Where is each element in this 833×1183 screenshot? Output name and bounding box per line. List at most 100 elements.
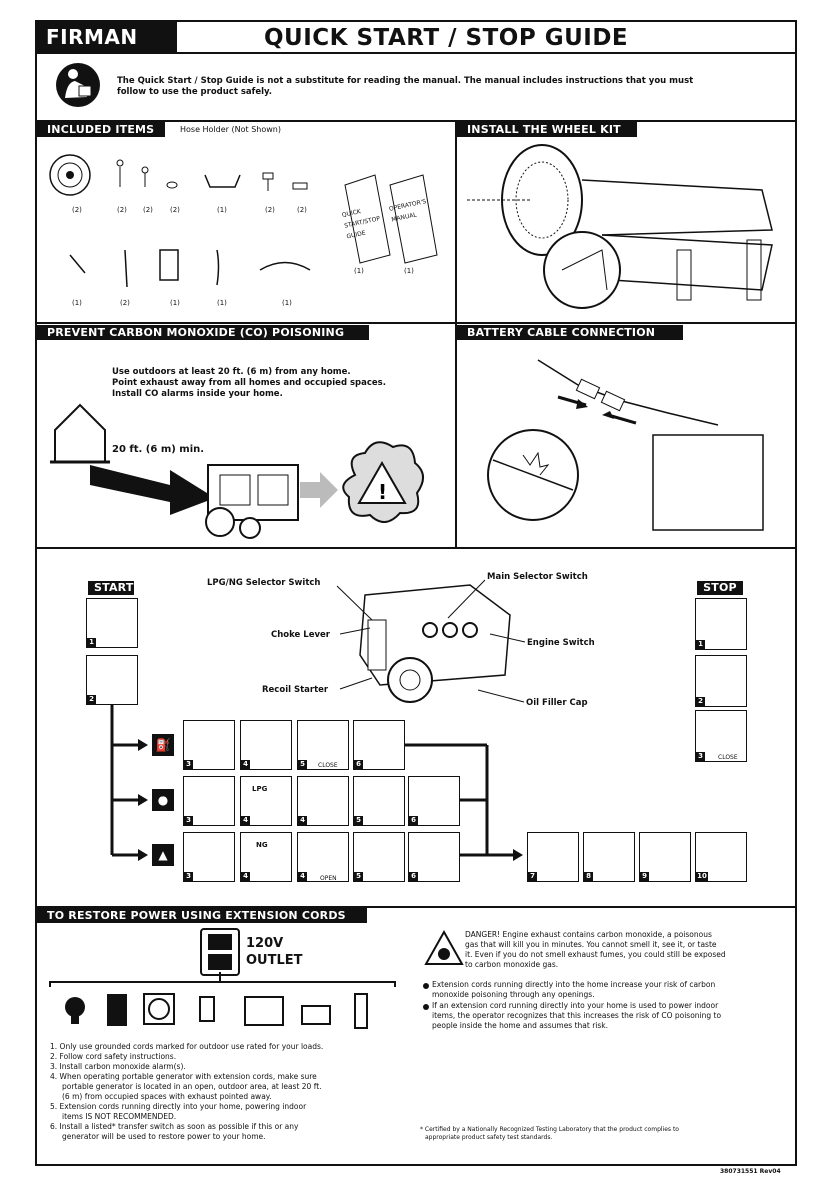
item-count: (2) bbox=[265, 206, 275, 214]
extension-step: items IS NOT RECOMMENDED. bbox=[62, 1112, 177, 1121]
ng-label: NG bbox=[256, 841, 268, 849]
item-count: (2) bbox=[117, 206, 127, 214]
item-count: (2) bbox=[72, 206, 82, 214]
stop-step-3: 3 bbox=[695, 710, 747, 762]
item-count: (1) bbox=[282, 299, 292, 307]
stop-banner: STOP bbox=[697, 581, 743, 595]
gasoline-icon: ⛽ bbox=[152, 734, 174, 756]
battery-banner: BATTERY CABLE CONNECTION bbox=[457, 325, 683, 340]
read-manual-icon bbox=[56, 63, 100, 107]
extension-step: 1. Only use grounded cords marked for ou… bbox=[50, 1042, 324, 1051]
divider bbox=[37, 322, 795, 324]
stop-step-2: 2 bbox=[695, 655, 747, 707]
item-count: (2) bbox=[120, 299, 130, 307]
lpg-step-6: 5 bbox=[353, 776, 405, 826]
included-items-banner: INCLUDED ITEMS bbox=[37, 122, 165, 137]
wheel-kit-banner: INSTALL THE WHEEL KIT bbox=[457, 122, 637, 137]
distance-label: 20 ft. (6 m) min. bbox=[112, 444, 205, 455]
danger-text: it. Even if you do not smell exhaust fum… bbox=[465, 950, 726, 959]
lpg-tank-icon: ● bbox=[152, 789, 174, 811]
lpg-ng-callout: LPG/NG Selector Switch bbox=[207, 578, 321, 588]
start-step-1: 1 bbox=[86, 598, 138, 648]
main-selector-callout: Main Selector Switch bbox=[487, 572, 588, 582]
divider bbox=[37, 547, 795, 549]
final-step-8: 8 bbox=[583, 832, 635, 882]
generator-illustration bbox=[205, 464, 299, 539]
extension-step: 4. When operating portable generator wit… bbox=[50, 1072, 317, 1081]
gas-step-4: 4 bbox=[240, 720, 292, 770]
divider bbox=[37, 120, 795, 122]
exhaust-arrow bbox=[90, 465, 215, 515]
natural-gas-flame-icon: ▲ bbox=[152, 844, 174, 866]
recoil-callout: Recoil Starter bbox=[262, 685, 329, 695]
extension-step: 6. Install a listed* transfer switch as … bbox=[50, 1122, 299, 1131]
logo-block bbox=[37, 22, 177, 52]
bullet-text: people inside the home and assumes that … bbox=[432, 1021, 609, 1030]
ng-step-7: 6 bbox=[408, 832, 460, 882]
co-line1: Use outdoors at least 20 ft. (6 m) from … bbox=[112, 367, 351, 377]
bullet-text: If an extension cord running directly in… bbox=[432, 1001, 719, 1010]
stop-step-1: 1 bbox=[695, 598, 747, 650]
divider bbox=[37, 906, 795, 908]
outlet-voltage: 120V bbox=[246, 936, 284, 951]
oil-cap-callout: Oil Filler Cap bbox=[526, 698, 588, 708]
ng-step-5: 4 bbox=[297, 832, 349, 882]
start-banner: START bbox=[88, 581, 134, 595]
item-count: (1) bbox=[217, 206, 227, 214]
danger-warning-icon bbox=[424, 929, 464, 965]
battery-cable-illustration bbox=[487, 359, 764, 531]
extension-step: portable generator is located in an open… bbox=[62, 1082, 322, 1091]
extension-step: 2. Follow cord safety instructions. bbox=[50, 1052, 177, 1061]
choke-callout: Choke Lever bbox=[271, 630, 330, 640]
notice-line1: The Quick Start / Stop Guide is not a su… bbox=[117, 76, 694, 86]
page-title: QUICK START / STOP GUIDE bbox=[264, 25, 629, 51]
co-line3: Install CO alarms inside your home. bbox=[112, 389, 283, 399]
gas-step-5: 5 bbox=[297, 720, 349, 770]
divider bbox=[455, 120, 457, 547]
hose-holder-note: Hose Holder (Not Shown) bbox=[180, 125, 281, 134]
included-items-illustration bbox=[49, 154, 438, 288]
final-step-9: 9 bbox=[639, 832, 691, 882]
extension-step: 5. Extension cords running directly into… bbox=[50, 1102, 307, 1111]
page-frame bbox=[35, 20, 797, 1166]
footnote: appropriate product safety test standard… bbox=[425, 1134, 553, 1141]
bullet-text: items, the operator recognizes that this… bbox=[432, 1011, 722, 1020]
gas-step-6: 6 bbox=[353, 720, 405, 770]
item-count: (1) bbox=[404, 267, 414, 275]
item-count: (1) bbox=[354, 267, 364, 275]
item-count: (1) bbox=[217, 299, 227, 307]
lpg-step-4: 4 bbox=[240, 776, 292, 826]
outlet-icon bbox=[200, 928, 240, 976]
lpg-label: LPG bbox=[252, 785, 268, 793]
engine-switch-callout: Engine Switch bbox=[527, 638, 595, 648]
house-icon bbox=[50, 403, 110, 464]
ng-step-6: 5 bbox=[353, 832, 405, 882]
stop-close-label: CLOSE bbox=[718, 754, 738, 761]
ng-step-3: 3 bbox=[183, 832, 235, 882]
gas-step-3: 3 bbox=[183, 720, 235, 770]
bullet-text: Extension cords running directly into th… bbox=[432, 980, 716, 989]
item-count: (1) bbox=[170, 299, 180, 307]
danger-text: gas that will kill you in minutes. You c… bbox=[465, 940, 717, 949]
final-step-7: 7 bbox=[527, 832, 579, 882]
lpg-step-3: 3 bbox=[183, 776, 235, 826]
danger-text: DANGER! Engine exhaust contains carbon m… bbox=[465, 930, 712, 939]
svg-text:!: ! bbox=[378, 480, 387, 504]
flow-lines bbox=[110, 705, 523, 861]
extension-step: 3. Install carbon monoxide alarm(s). bbox=[50, 1062, 186, 1071]
choke-open-label: OPEN bbox=[320, 875, 337, 882]
document-number: 380731551 Rev04 bbox=[720, 1168, 781, 1175]
extension-step: generator will be used to restore power … bbox=[62, 1132, 266, 1141]
item-count: (2) bbox=[143, 206, 153, 214]
divider bbox=[37, 52, 795, 54]
danger-text: to carbon monoxide gas. bbox=[465, 960, 559, 969]
item-count: (2) bbox=[170, 206, 180, 214]
item-count: (1) bbox=[72, 299, 82, 307]
item-count: (2) bbox=[297, 206, 307, 214]
start-step-2: 2 bbox=[86, 655, 138, 705]
bullet-dot bbox=[423, 983, 429, 989]
co-cloud-warning-icon: ! bbox=[342, 441, 424, 523]
lpg-step-5: 4 bbox=[297, 776, 349, 826]
outlet-label: OUTLET bbox=[246, 953, 303, 968]
notice-line2: follow to use the product safely. bbox=[117, 87, 273, 97]
